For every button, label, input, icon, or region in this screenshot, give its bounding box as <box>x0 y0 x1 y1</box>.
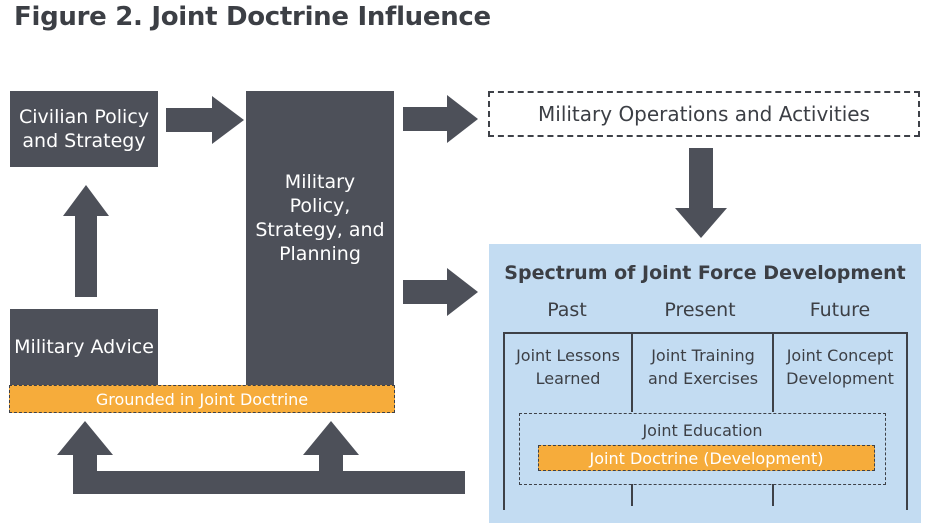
cell-joint-training-exercises: Joint Training and Exercises <box>647 346 759 388</box>
joint-doctrine-development-bar: Joint Doctrine (Development) <box>538 445 875 471</box>
column-future: Future <box>809 299 871 321</box>
military-policy-box: Military Policy, Strategy, and Planning <box>246 91 394 385</box>
cell-joint-concept-development: Joint Concept Development <box>786 346 894 388</box>
arrow-feedback-path <box>57 421 465 494</box>
column-present: Present <box>664 299 736 321</box>
military-advice-box: Military Advice <box>10 309 158 385</box>
grounded-in-doctrine-bar: Grounded in Joint Doctrine <box>9 385 395 413</box>
figure-title: Figure 2. Joint Doctrine Influence <box>14 2 491 32</box>
grounded-in-doctrine-label: Grounded in Joint Doctrine <box>95 389 309 409</box>
military-operations-label: Military Operations and Activities <box>538 102 870 126</box>
joint-education-label: Joint Education <box>642 421 763 440</box>
civilian-policy-box: Civilian Policy and Strategy <box>10 91 158 167</box>
military-policy-label: Military Policy, Strategy, and Planning <box>255 171 385 265</box>
arrow-operations-to-spectrum <box>675 148 727 238</box>
arrow-policy-to-spectrum <box>403 268 478 316</box>
spectrum-title: Spectrum of Joint Force Development <box>504 262 906 284</box>
joint-education-box <box>519 413 886 485</box>
column-past: Past <box>547 299 587 321</box>
civilian-policy-label: Civilian Policy and Strategy <box>19 106 150 152</box>
spectrum-panel <box>489 244 921 523</box>
arrow-policy-to-operations <box>403 95 478 143</box>
cell-joint-lessons-learned: Joint Lessons Learned <box>516 346 620 388</box>
arrow-advice-to-civilian <box>63 185 109 297</box>
military-advice-label: Military Advice <box>14 336 154 358</box>
joint-doctrine-development-label: Joint Doctrine (Development) <box>589 448 824 468</box>
arrow-civilian-to-policy <box>166 96 244 144</box>
military-operations-box: Military Operations and Activities <box>488 91 920 137</box>
